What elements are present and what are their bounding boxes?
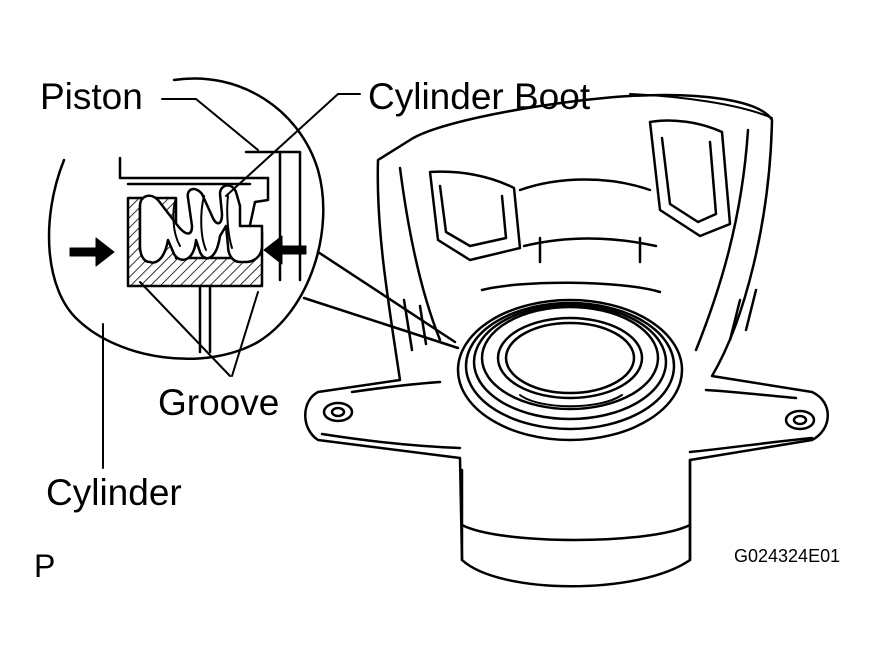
- piston-label: Piston: [40, 76, 143, 117]
- corner-mark: P: [34, 548, 56, 584]
- right-arrow-icon: [263, 235, 307, 265]
- detail-callout: [47, 77, 460, 360]
- figure-code: G024324E01: [734, 546, 841, 566]
- left-arrow-icon: [69, 237, 115, 267]
- cylinder-label: Cylinder: [46, 472, 182, 513]
- groove-label: Groove: [158, 382, 280, 423]
- cylinder-boot-label: Cylinder Boot: [368, 76, 591, 117]
- cylinder-bore: [456, 281, 692, 562]
- caliper-body: [304, 93, 829, 588]
- label-leader-lines: [102, 93, 773, 469]
